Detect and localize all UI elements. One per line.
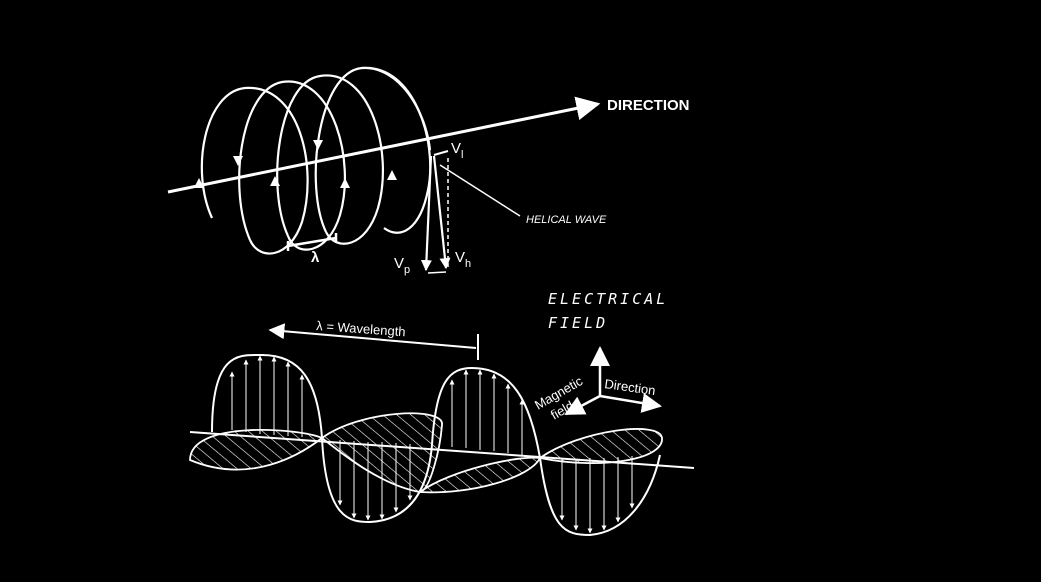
- flow-arrow-4: [313, 140, 323, 150]
- helical-wave-pointer: [439, 164, 521, 217]
- magnetic-lobe-3: [417, 456, 542, 494]
- helical-wave-diagram: DIRECTION λ Vl Vp Vh HELICAL WAVE: [167, 66, 690, 276]
- vh-vector: [432, 155, 451, 270]
- vp-label: Vp: [394, 255, 410, 276]
- electrical-field-label-line1: ELECTRICAL: [548, 290, 668, 308]
- em-wave-diagram: λ = Wavelength ELECTRICAL FIELD Magnetic…: [189, 290, 695, 537]
- electric-field-vectors: [229, 355, 635, 534]
- flow-arrow-6: [387, 170, 397, 180]
- em-propagation-axis: [189, 431, 695, 469]
- vp-vh-bottom: [427, 271, 447, 274]
- em-direction-label: Direction: [604, 376, 657, 398]
- electric-lobe-down-1: [321, 437, 433, 524]
- em-axis-triad: [564, 346, 662, 416]
- vh-label: Vh: [455, 249, 471, 270]
- helix-tail: [361, 66, 432, 151]
- vl-label: Vl: [451, 140, 463, 161]
- helical-wave-label: HELICAL WAVE: [526, 214, 607, 226]
- helix-direction-label: DIRECTION: [607, 97, 690, 114]
- magnetic-field-lobes: [189, 412, 663, 494]
- triad-direction-axis: [599, 393, 662, 413]
- triad-magnetic-axis: [564, 394, 601, 416]
- electric-lobe-up-2: [431, 366, 541, 459]
- flow-arrow-3: [270, 176, 280, 186]
- helix-wavelength-bracket: [286, 233, 338, 251]
- velocity-vectors: [420, 150, 451, 274]
- flow-arrow-2: [233, 156, 243, 166]
- electric-field-lobes: [211, 353, 661, 537]
- em-wavelength-line: [268, 323, 477, 349]
- helix-loop-1: [200, 86, 309, 255]
- vl-vector: [433, 150, 449, 156]
- magnetic-lobe-4: [537, 428, 663, 465]
- electric-lobe-up-1: [211, 353, 323, 439]
- vp-vector: [420, 155, 433, 272]
- flow-arrow-5: [340, 178, 350, 188]
- helix-loop-3: [276, 74, 385, 245]
- em-wavelength-label: λ = Wavelength: [316, 318, 406, 339]
- electrical-field-label-line2: FIELD: [548, 314, 608, 332]
- helix-direction-axis: [167, 96, 601, 194]
- helix-lambda-label: λ: [311, 249, 320, 266]
- electric-lobe-down-2: [539, 454, 661, 537]
